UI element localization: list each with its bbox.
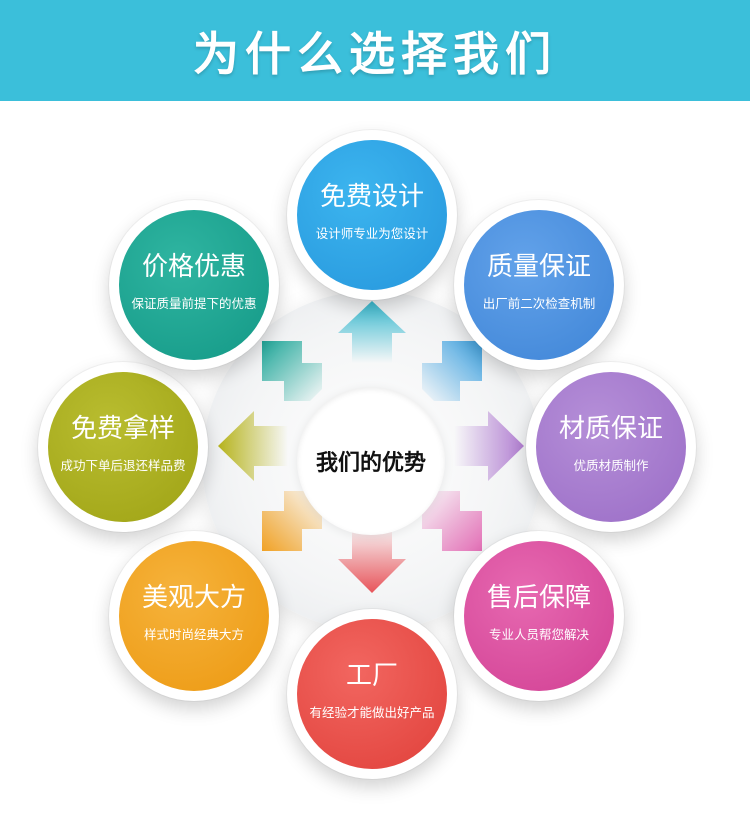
- center-hub: 我们的优势: [297, 387, 445, 535]
- node-title: 免费拿样: [70, 413, 175, 444]
- node-subtitle: 样式时尚经典大方: [143, 627, 244, 643]
- arrow-down-icon: [338, 525, 406, 593]
- node-title: 价格优惠: [141, 251, 246, 282]
- node-subtitle: 优质材质制作: [573, 458, 649, 474]
- node-after-sale: 售后保障 专业人员帮您解决: [454, 531, 624, 701]
- node-title: 材质保证: [558, 413, 663, 444]
- node-quality-guarantee: 质量保证 出厂前二次检查机制: [454, 200, 624, 370]
- node-free-sample-disc: 免费拿样 成功下单后退还样品费: [48, 372, 198, 522]
- node-subtitle: 保证质量前提下的优惠: [131, 296, 257, 312]
- arrow-left-icon: [218, 411, 288, 481]
- node-subtitle: 有经验才能做出好产品: [309, 705, 435, 721]
- node-factory-disc: 工厂 有经验才能做出好产品: [297, 619, 447, 769]
- arrow-up-left-icon: [262, 341, 322, 401]
- node-title: 工厂: [345, 660, 398, 691]
- arrow-up-icon: [338, 301, 406, 363]
- node-free-design-disc: 免费设计 设计师专业为您设计: [297, 140, 447, 290]
- header-banner: 为什么选择我们: [0, 0, 750, 101]
- node-title: 售后保障: [486, 582, 591, 613]
- node-free-sample: 免费拿样 成功下单后退还样品费: [38, 362, 208, 532]
- node-appearance: 美观大方 样式时尚经典大方: [109, 531, 279, 701]
- node-material-guarantee: 材质保证 优质材质制作: [526, 362, 696, 532]
- direction-arrows: [218, 301, 524, 593]
- advantages-diagram: 我们的优势 免费设计 设计师专业为您设计 质量保证 出厂前二次检查机制 材质保证…: [0, 101, 750, 831]
- node-after-sale-disc: 售后保障 专业人员帮您解决: [464, 541, 614, 691]
- node-subtitle: 出厂前二次检查机制: [482, 296, 596, 312]
- arrow-right-icon: [454, 411, 524, 481]
- arrow-up-right-icon: [422, 341, 482, 401]
- node-title: 质量保证: [486, 251, 591, 282]
- center-label: 我们的优势: [315, 451, 426, 476]
- arrow-down-left-icon: [262, 491, 322, 551]
- node-factory: 工厂 有经验才能做出好产品: [287, 609, 457, 779]
- arrow-down-right-icon: [422, 491, 482, 551]
- node-subtitle: 设计师专业为您设计: [315, 226, 429, 242]
- node-title: 美观大方: [141, 582, 246, 613]
- node-material-guarantee-disc: 材质保证 优质材质制作: [536, 372, 686, 522]
- node-price-discount: 价格优惠 保证质量前提下的优惠: [109, 200, 279, 370]
- node-subtitle: 成功下单后退还样品费: [60, 458, 186, 474]
- node-title: 免费设计: [319, 181, 424, 212]
- node-price-discount-disc: 价格优惠 保证质量前提下的优惠: [119, 210, 269, 360]
- node-free-design: 免费设计 设计师专业为您设计: [287, 130, 457, 300]
- node-quality-guarantee-disc: 质量保证 出厂前二次检查机制: [464, 210, 614, 360]
- page-title: 为什么选择我们: [193, 26, 557, 81]
- node-appearance-disc: 美观大方 样式时尚经典大方: [119, 541, 269, 691]
- node-subtitle: 专业人员帮您解决: [488, 627, 589, 643]
